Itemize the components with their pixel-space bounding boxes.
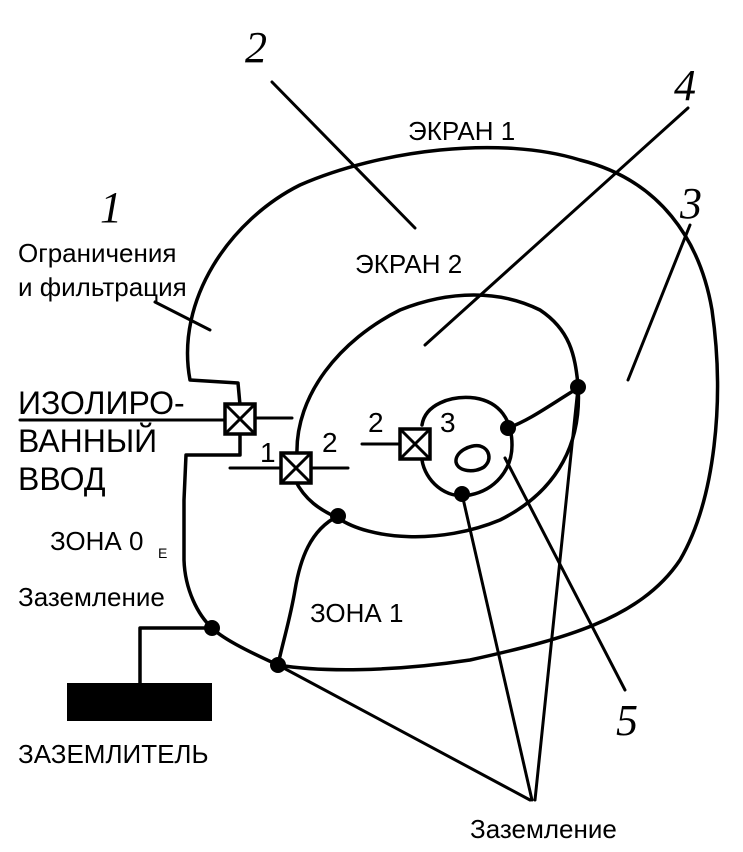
- label-insulated-line2: ВАННЫЙ: [18, 423, 157, 459]
- label-screen-2: ЭКРАН 2: [355, 249, 462, 279]
- leader-1: [153, 300, 212, 332]
- leader-ground-b: [460, 492, 534, 802]
- ground-electrode-block: [67, 683, 212, 721]
- number-3: 3: [679, 179, 702, 228]
- leader-5: [503, 456, 627, 692]
- number-5: 5: [616, 696, 638, 745]
- label-grounding-bottom: Заземление: [470, 814, 617, 844]
- label-grounding-left: Заземление: [18, 582, 165, 612]
- leader-3: [626, 223, 692, 382]
- label-ground-electrode: ЗАЗЕМЛИТЕЛЬ: [18, 739, 209, 769]
- screen-1-outline: [182, 145, 720, 672]
- ground-wire-zone3-right: [506, 386, 580, 430]
- port-c-right-number: 3: [440, 407, 456, 438]
- port-b-right-number: 2: [322, 427, 338, 458]
- leader-2: [270, 80, 417, 230]
- port-c-left-number: 2: [368, 407, 384, 438]
- label-zone-0: ЗОНА 0: [50, 526, 143, 556]
- leader-ground-a: [276, 663, 532, 802]
- label-zone-0-sub: Е: [158, 545, 167, 561]
- zone-3-outline: [418, 395, 514, 498]
- port-b-left-number: 1: [260, 437, 276, 468]
- leader-ground-c: [533, 385, 580, 802]
- label-zone-1: ЗОНА 1: [310, 598, 403, 628]
- ground-wire-left: [138, 626, 214, 687]
- label-screen-1: ЭКРАН 1: [408, 116, 515, 146]
- junction-dot-zone1: [330, 508, 346, 524]
- filter-port-c: [398, 427, 432, 461]
- leader-4: [423, 106, 690, 347]
- number-1: 1: [100, 183, 122, 232]
- label-limits-line2: и фильтрация: [18, 272, 187, 302]
- filter-port-a: [223, 402, 257, 436]
- label-insulated-line1: ИЗОЛИРО-: [18, 385, 185, 421]
- filter-port-b: [279, 451, 313, 485]
- device-blob: [454, 443, 491, 473]
- zone-1-boundary: [276, 514, 340, 667]
- junction-dot-left: [204, 620, 220, 636]
- label-insulated-line3: ВВОД: [18, 461, 106, 497]
- number-4: 4: [674, 61, 696, 110]
- number-2: 2: [245, 23, 267, 72]
- label-limits-line1: Ограничения: [18, 238, 176, 268]
- junction-dot-zone3: [500, 420, 516, 436]
